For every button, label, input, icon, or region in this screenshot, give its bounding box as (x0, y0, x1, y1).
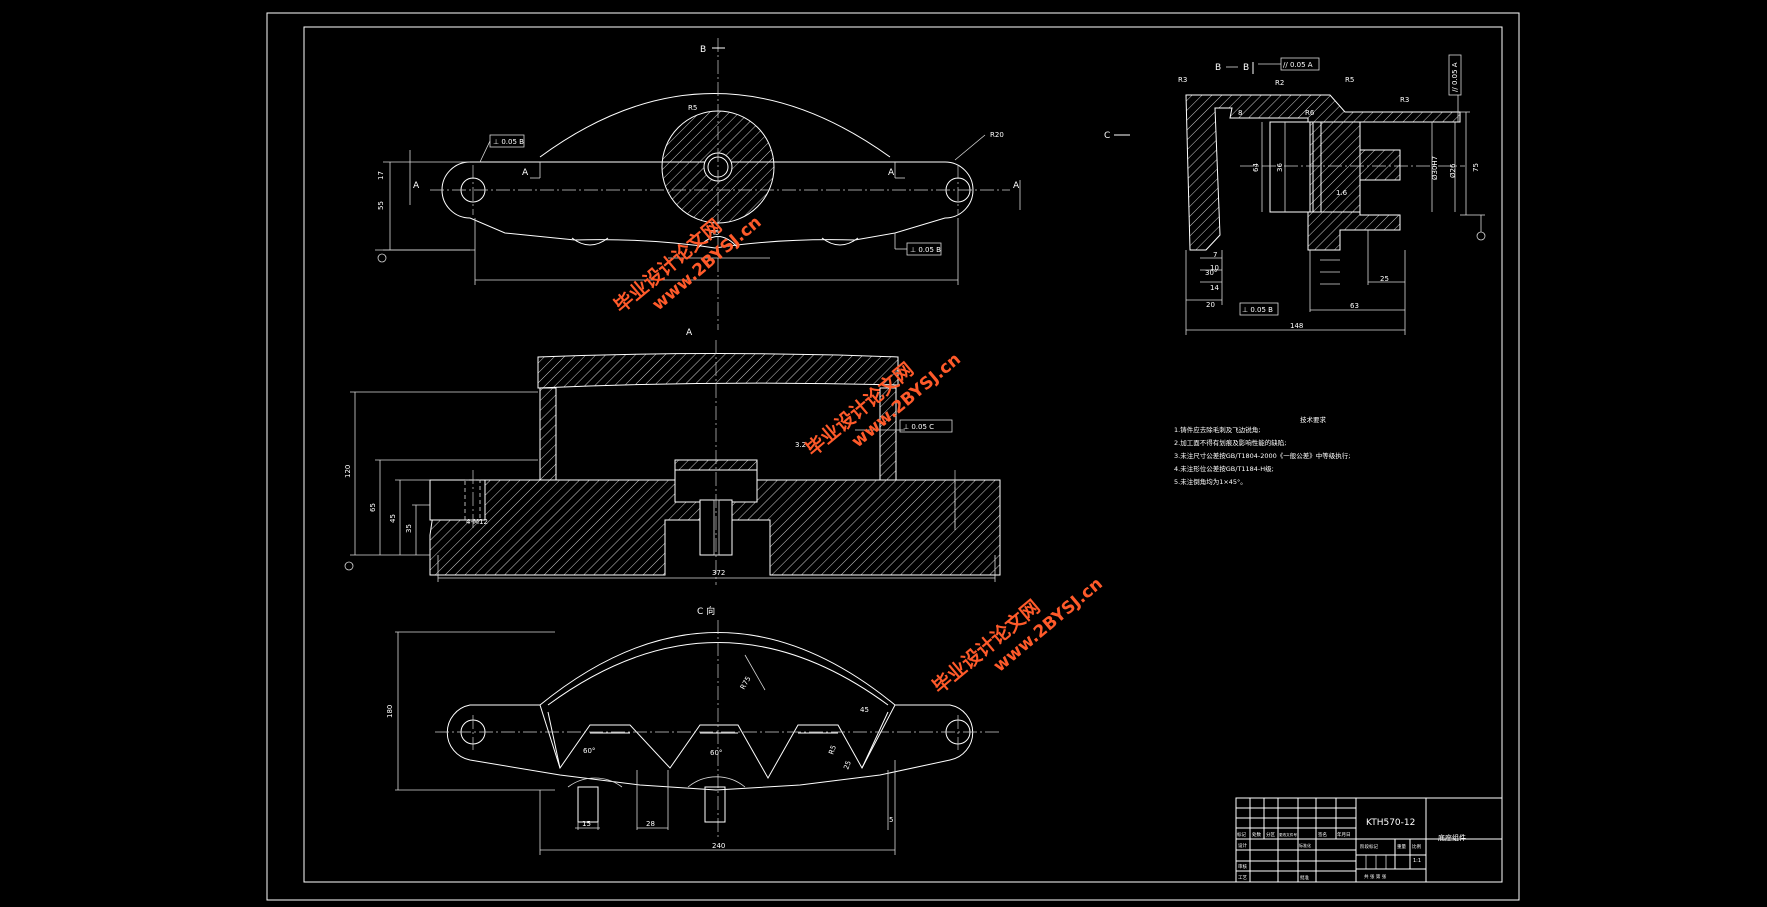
tb-scale-value: 1:1 (1413, 858, 1421, 864)
direction-c: C (1104, 131, 1110, 141)
dim-15: 15 (582, 820, 591, 828)
tol-6: // 0.05 A (1451, 62, 1459, 92)
watermark-3: 毕业设计论文网 www.2BYSJ.cn (928, 574, 1107, 698)
dim-14: 14 (1210, 284, 1219, 292)
section-b-right: B (1243, 63, 1249, 73)
note-line-2: 2.加工面不得有划痕及影响性能的缺陷; (1174, 438, 1286, 447)
tb-label-change-doc: 更改文件号 (1279, 832, 1297, 837)
tb-role-design: 设计 (1238, 842, 1247, 849)
tb-role-process: 工艺 (1238, 875, 1247, 881)
dim-28: 28 (646, 820, 655, 828)
dim-r6: R6 (1305, 109, 1315, 117)
title-block: KTH570-12 底座组件 标记 处数 分区 更改文件号 签名 年月日 设计 … (1235, 797, 1503, 883)
dim-roughness: 3.2 (795, 441, 806, 449)
dim-r5-bottom: R5 (710, 229, 719, 237)
outer-border (266, 12, 1520, 901)
dim-75: 75 (1472, 163, 1480, 172)
tol-4: // 0.05 A (1283, 61, 1313, 69)
dim-64: 64 (1252, 163, 1260, 172)
drawing-number: KTH570-12 (1366, 818, 1415, 828)
dim-180: 180 (386, 705, 394, 718)
dim-7: 7 (1213, 251, 1217, 259)
marker-a-inner-right: A (888, 168, 895, 178)
technical-notes: 技术要求 1.铸件应去除毛刺及飞边锐角; 2.加工面不得有划痕及影响性能的缺陷;… (1174, 415, 1350, 486)
marker-a-left: A (413, 181, 420, 191)
tb-sheet-label: 共 张 第 张 (1364, 873, 1387, 880)
middle-section-view: 120 65 45 35 372 3.2 4-M12 ⊥ 0.05 C (344, 340, 1001, 585)
detail-section-bb: B B C (1104, 54, 1486, 335)
dim-120: 120 (344, 465, 352, 478)
dim-5-c: 5 (889, 816, 893, 824)
dim-35: 35 (405, 524, 413, 533)
marker-a-inner-left: A (522, 168, 529, 178)
marker-b-top: B (700, 45, 706, 55)
dim-372: 372 (712, 569, 725, 577)
dim-60-right: 60° (710, 749, 722, 757)
dim-55: 55 (377, 201, 385, 210)
dim-r20: R20 (990, 131, 1004, 139)
tb-label-count: 处数 (1252, 831, 1261, 838)
tb-label-signature: 签名 (1318, 831, 1327, 838)
dim-4-m12: 4-M12 (466, 518, 488, 526)
note-line-1: 1.铸件应去除毛刺及飞边锐角; (1174, 425, 1260, 434)
marker-a-right: A (1013, 181, 1020, 191)
dim-8: 8 (1238, 109, 1242, 117)
tb-role-review: 审核 (1238, 863, 1247, 870)
note-line-5: 5.未注倒角均为1×45°。 (1174, 477, 1247, 486)
dim-r3-b: R3 (1400, 96, 1409, 104)
tb-stage-label: 阶段标记 (1360, 843, 1378, 850)
dim-20: 20 (1206, 301, 1215, 309)
top-view: R20 R5 17 55 R5 ⊥ 0.05 B ⊥ 0.05 B B A A … (375, 38, 1021, 338)
dim-240: 240 (712, 842, 725, 850)
dim-60-left: 60° (583, 747, 595, 755)
dim-148: 148 (1290, 322, 1303, 330)
tol-3: ⊥ 0.05 C (903, 423, 934, 431)
view-c-label: C 向 (697, 605, 715, 617)
tb-scale-label: 比例 (1412, 843, 1421, 850)
dim-45-c: 45 (860, 706, 869, 714)
dim-45: 45 (389, 514, 397, 523)
dim-1-6: 1.6 (1336, 189, 1348, 197)
inner-border (303, 26, 1503, 883)
dim-r5-top: R5 (688, 104, 697, 112)
note-line-3: 3.未注尺寸公差按GB/T1804-2000《一般公差》中等级执行; (1174, 451, 1350, 460)
tol-1: ⊥ 0.05 B (493, 138, 524, 146)
tb-label-zone: 分区 (1266, 831, 1275, 838)
dim-r5-d: R5 (1345, 76, 1354, 84)
dim-36: 36 (1276, 163, 1284, 172)
marker-a-middle: A (686, 328, 693, 338)
tb-role-approve: 批准 (1300, 874, 1309, 881)
bottom-view: C 向 R75 45 R5 60° 60 (386, 605, 1000, 855)
dim-10: 10 (1210, 264, 1219, 272)
notes-heading: 技术要求 (1300, 415, 1327, 424)
note-line-4: 4.未注形位公差按GB/T1184-H级; (1174, 464, 1274, 473)
dim-25-d: 25 (1380, 275, 1389, 283)
dim-r3-a: R3 (1178, 76, 1187, 84)
tol-2: ⊥ 0.05 B (910, 246, 941, 254)
dim-r5-c: R5 (827, 744, 838, 756)
dim-r75: R75 (739, 675, 753, 691)
dim-26: Ø26 (1449, 163, 1457, 178)
tol-5: ⊥ 0.05 B (1242, 306, 1273, 314)
part-name: 底座组件 (1438, 833, 1466, 842)
dim-30h7: Ø30H7 (1431, 156, 1439, 180)
tb-label-mark: 标记 (1237, 831, 1246, 838)
dim-17: 17 (377, 171, 385, 180)
dim-63: 63 (1350, 302, 1359, 310)
dim-30deg: 30° (1205, 269, 1217, 277)
tb-role-standard: 标准化 (1299, 842, 1311, 848)
dim-25-c: 25 (842, 760, 853, 771)
tb-label-date: 年月日 (1337, 831, 1351, 838)
tb-weight-label: 重量 (1397, 843, 1406, 850)
dim-r2: R2 (1275, 79, 1284, 87)
section-b-left: B (1215, 63, 1221, 73)
dim-65: 65 (369, 503, 377, 512)
